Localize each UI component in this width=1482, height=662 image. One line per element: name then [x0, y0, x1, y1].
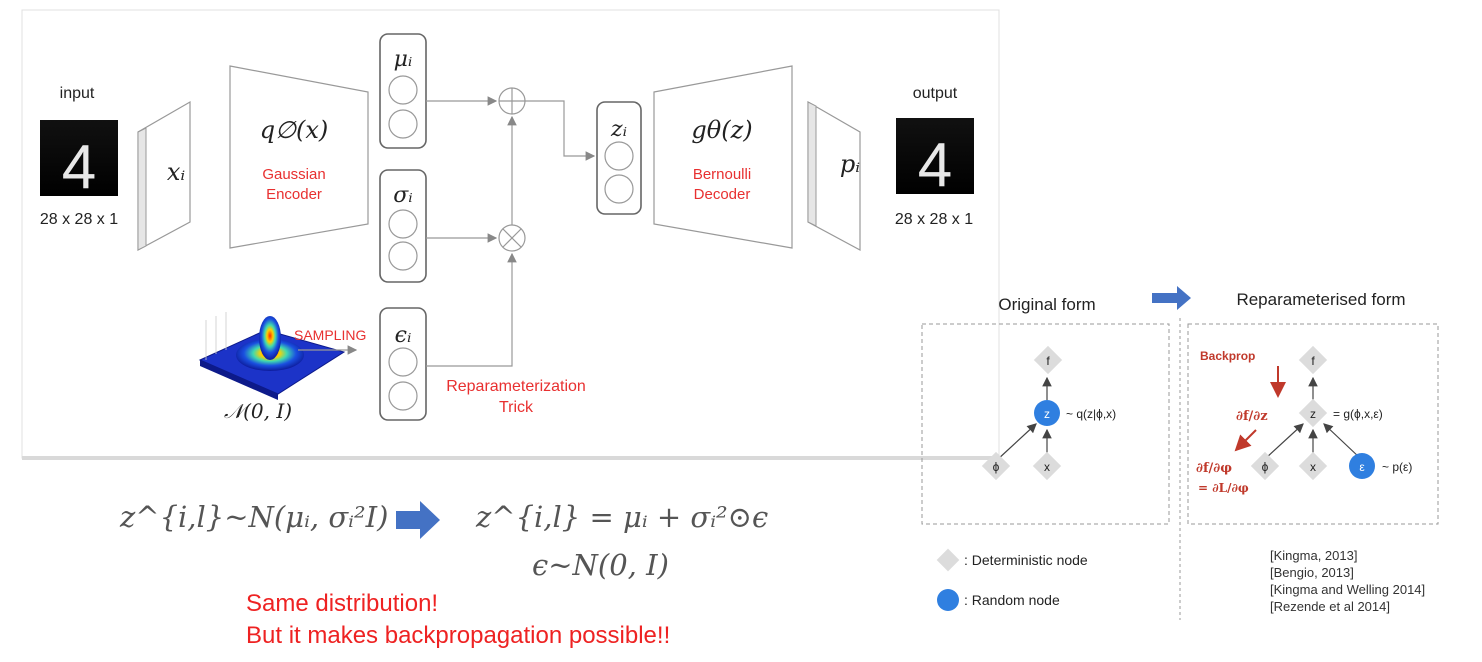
- encoder-name-line1: Gaussian: [262, 166, 325, 183]
- grad-phi-label: ∂f/∂φ: [1196, 461, 1232, 476]
- rep-x-node: [1298, 451, 1328, 481]
- reparameterised-form-title: Reparameterised form: [1236, 290, 1405, 309]
- output-digit-image: [896, 118, 974, 194]
- grad-L-label: = ∂L/∂φ: [1198, 481, 1249, 495]
- output-digit: 4: [918, 131, 952, 200]
- normal-dist-label: 𝒩(0, I): [224, 399, 292, 423]
- formula-epsilon: ϵ~N(0, I): [532, 548, 669, 582]
- orig-z-label: z: [1044, 407, 1050, 421]
- legend-deterministic-icon: [936, 548, 960, 572]
- note-same-distribution: Same distribution!: [246, 590, 439, 617]
- decoder-formula: gθ(z): [691, 116, 752, 144]
- ref-2: [Bengio, 2013]: [1270, 565, 1354, 580]
- backprop-label: Backprop: [1200, 349, 1255, 363]
- rep-phi-node: [1250, 451, 1280, 481]
- epsilon-label: ϵᵢ: [395, 323, 412, 348]
- formula-arrow: [396, 501, 440, 539]
- rep-p-label: ~ p(ε): [1382, 460, 1412, 474]
- rep-f-node: [1298, 345, 1328, 375]
- note-backprop-possible: But it makes backpropagation possible!!: [246, 622, 671, 649]
- input-digit-image: [40, 120, 118, 196]
- output-label: output: [913, 85, 958, 102]
- output-size: 28 x 28 x 1: [895, 211, 973, 228]
- decoder-block: [653, 65, 793, 249]
- reparameterised-form-box: [1187, 323, 1439, 525]
- p-label: pᵢ: [840, 150, 860, 178]
- form-arrow: [1152, 286, 1191, 310]
- gaussian-surface: [198, 312, 346, 400]
- grad-z-label: ∂f/∂z: [1236, 409, 1268, 424]
- rep-f-label: f: [1311, 354, 1315, 368]
- original-form-title: Original form: [998, 295, 1095, 314]
- rep-z-label: z: [1310, 407, 1316, 421]
- ref-3: [Kingma and Welling 2014]: [1270, 582, 1425, 597]
- rep-phi-label: ϕ: [1262, 460, 1269, 474]
- mu-label: μᵢ: [394, 47, 413, 72]
- reparam-trick-line2: Trick: [499, 399, 534, 416]
- legend-deterministic-label: : Deterministic node: [964, 552, 1088, 568]
- encoder-formula: q∅(x): [260, 116, 329, 144]
- orig-phi-label: ϕ: [993, 460, 1000, 474]
- orig-q-label: ~ q(z|ϕ,x): [1066, 407, 1116, 421]
- orig-f-node: [1033, 345, 1063, 375]
- decoder-name-line2: Decoder: [694, 186, 751, 203]
- reparam-trick-line1: Reparameterization: [446, 378, 586, 395]
- rep-eps-label: ε: [1359, 460, 1365, 474]
- decoder-name-line1: Bernoulli: [693, 166, 751, 183]
- formula-reparameterized: z^{i,l} = μᵢ + σᵢ²⊙ϵ: [476, 500, 769, 534]
- input-label: input: [60, 85, 95, 102]
- x-label: xᵢ: [167, 158, 186, 186]
- rep-g-label: = g(ϕ,x,ε): [1333, 407, 1383, 421]
- encoder-name-line2: Encoder: [266, 186, 322, 203]
- rep-x-label: x: [1310, 460, 1316, 474]
- sigma-label: σᵢ: [393, 183, 412, 208]
- rep-z-node: [1298, 398, 1328, 428]
- ref-1: [Kingma, 2013]: [1270, 548, 1357, 563]
- orig-x-label: x: [1044, 460, 1050, 474]
- orig-phi-node: [981, 451, 1011, 481]
- legend-random-label: : Random node: [964, 592, 1060, 608]
- orig-x-node: [1032, 451, 1062, 481]
- encoder-block: [229, 65, 369, 249]
- original-form-box: [921, 323, 1170, 525]
- orig-z-node: [1034, 400, 1060, 426]
- input-digit: 4: [62, 133, 96, 202]
- input-size: 28 x 28 x 1: [40, 211, 118, 228]
- formula-original: z^{i,l}~N(μᵢ, σᵢ²I): [120, 500, 389, 534]
- sampling-label: SAMPLING: [294, 327, 366, 343]
- z-label: zᵢ: [610, 117, 627, 142]
- rep-eps-node: [1349, 453, 1375, 479]
- legend-random-icon: [937, 589, 959, 611]
- orig-f-label: f: [1046, 354, 1050, 368]
- ref-4: [Rezende et al 2014]: [1270, 599, 1390, 614]
